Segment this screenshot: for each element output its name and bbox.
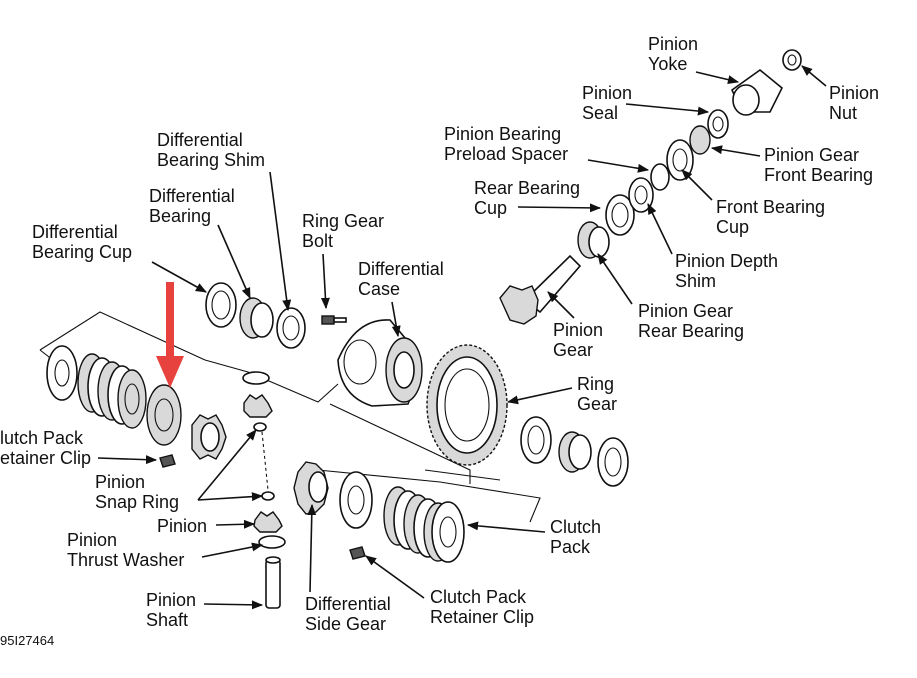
thrust-washer [258,535,286,549]
label-differential-bearing-cup: Differential Bearing Cup [32,222,132,262]
left-side-gear [191,414,227,460]
label-clutch-pack: Clutch Pack [550,517,606,557]
right-bearing-cup [520,416,552,464]
label-pinion-nut: Pinion Nut [829,83,884,123]
label-differential-bearing: Differential Bearing [149,186,240,226]
label-pinion-depth-shim: Pinion Depth Shim [675,251,783,291]
pinion-gear-small [253,511,283,533]
differential-case [337,319,423,407]
label-pinion-shaft: Pinion Shaft [146,590,201,630]
label-pinion-gear-rear-bearing: Pinion Gear Rear Bearing [638,301,744,341]
label-pinion-yoke: Pinion Yoke [648,34,703,74]
left-clutch-plates [77,353,147,429]
differential-bearing-cup [205,282,237,328]
red-down-arrow-icon [156,282,184,388]
label-pinion-gear-front-bearing: Pinion Gear Front Bearing [764,145,873,185]
label-pinion-snap-ring: Pinion Snap Ring [95,472,179,512]
figure-code: 95I27464 [0,633,54,648]
differential-bearing-shim [276,307,306,349]
label-front-bearing-cup: Front Bearing Cup [716,197,830,237]
label-pinion: Pinion [157,516,207,536]
label-differential-side-gear: Differential Side Gear [305,594,396,634]
ring-gear [426,344,508,466]
front-bearing-cup [666,139,694,181]
right-bearing [558,431,592,473]
left-clutch-plate-highlighted [146,384,182,446]
right-bearing-shim [597,437,629,487]
label-clutch-pack-retainer-clip-left: lutch Pack etainer Clip [0,428,91,468]
pinion-depth-shim [628,177,654,213]
top-thrust-washer [242,371,270,385]
pinion-nut [782,49,802,71]
pinion-gear-head [499,285,539,325]
front-bearing [689,125,711,155]
top-snap-ring [253,422,267,432]
left-retainer-clip [159,454,176,468]
differential-bearing [239,297,274,339]
right-clutch-pack [339,471,465,563]
label-ring-gear: Ring Gear [577,374,619,414]
preload-spacer [650,163,670,191]
leader-lines [97,65,827,610]
label-rear-bearing-cup: Rear Bearing Cup [474,178,585,218]
pinion-gear-assembly [499,49,802,325]
label-differential-case: Differential Case [358,259,449,299]
label-pinion-seal: Pinion Seal [582,83,637,123]
label-clutch-pack-retainer-clip-right: Clutch Pack Retainer Clip [430,587,534,627]
label-pinion-gear: Pinion Gear [553,320,608,360]
pinion-stack [242,371,286,609]
label-ring-gear-bolt: Ring Gear Bolt [302,211,389,251]
ring-gear-bolt [321,315,347,325]
left-clutch-pack [46,345,182,446]
label-differential-bearing-shim: Differential Bearing Shim [157,130,265,170]
pinion-shaft [265,559,281,609]
top-pinion-gear [243,394,273,418]
right-retainer-clip [349,546,366,560]
pinion-seal [707,109,729,139]
snap-ring [261,491,275,501]
label-pinion-thrust-washer: Pinion Thrust Washer [67,530,184,570]
rear-bearing-cup [605,194,635,236]
label-pinion-bearing-preload-spacer: Pinion Bearing Preload Spacer [444,124,568,164]
differential-side-gear [293,461,329,515]
